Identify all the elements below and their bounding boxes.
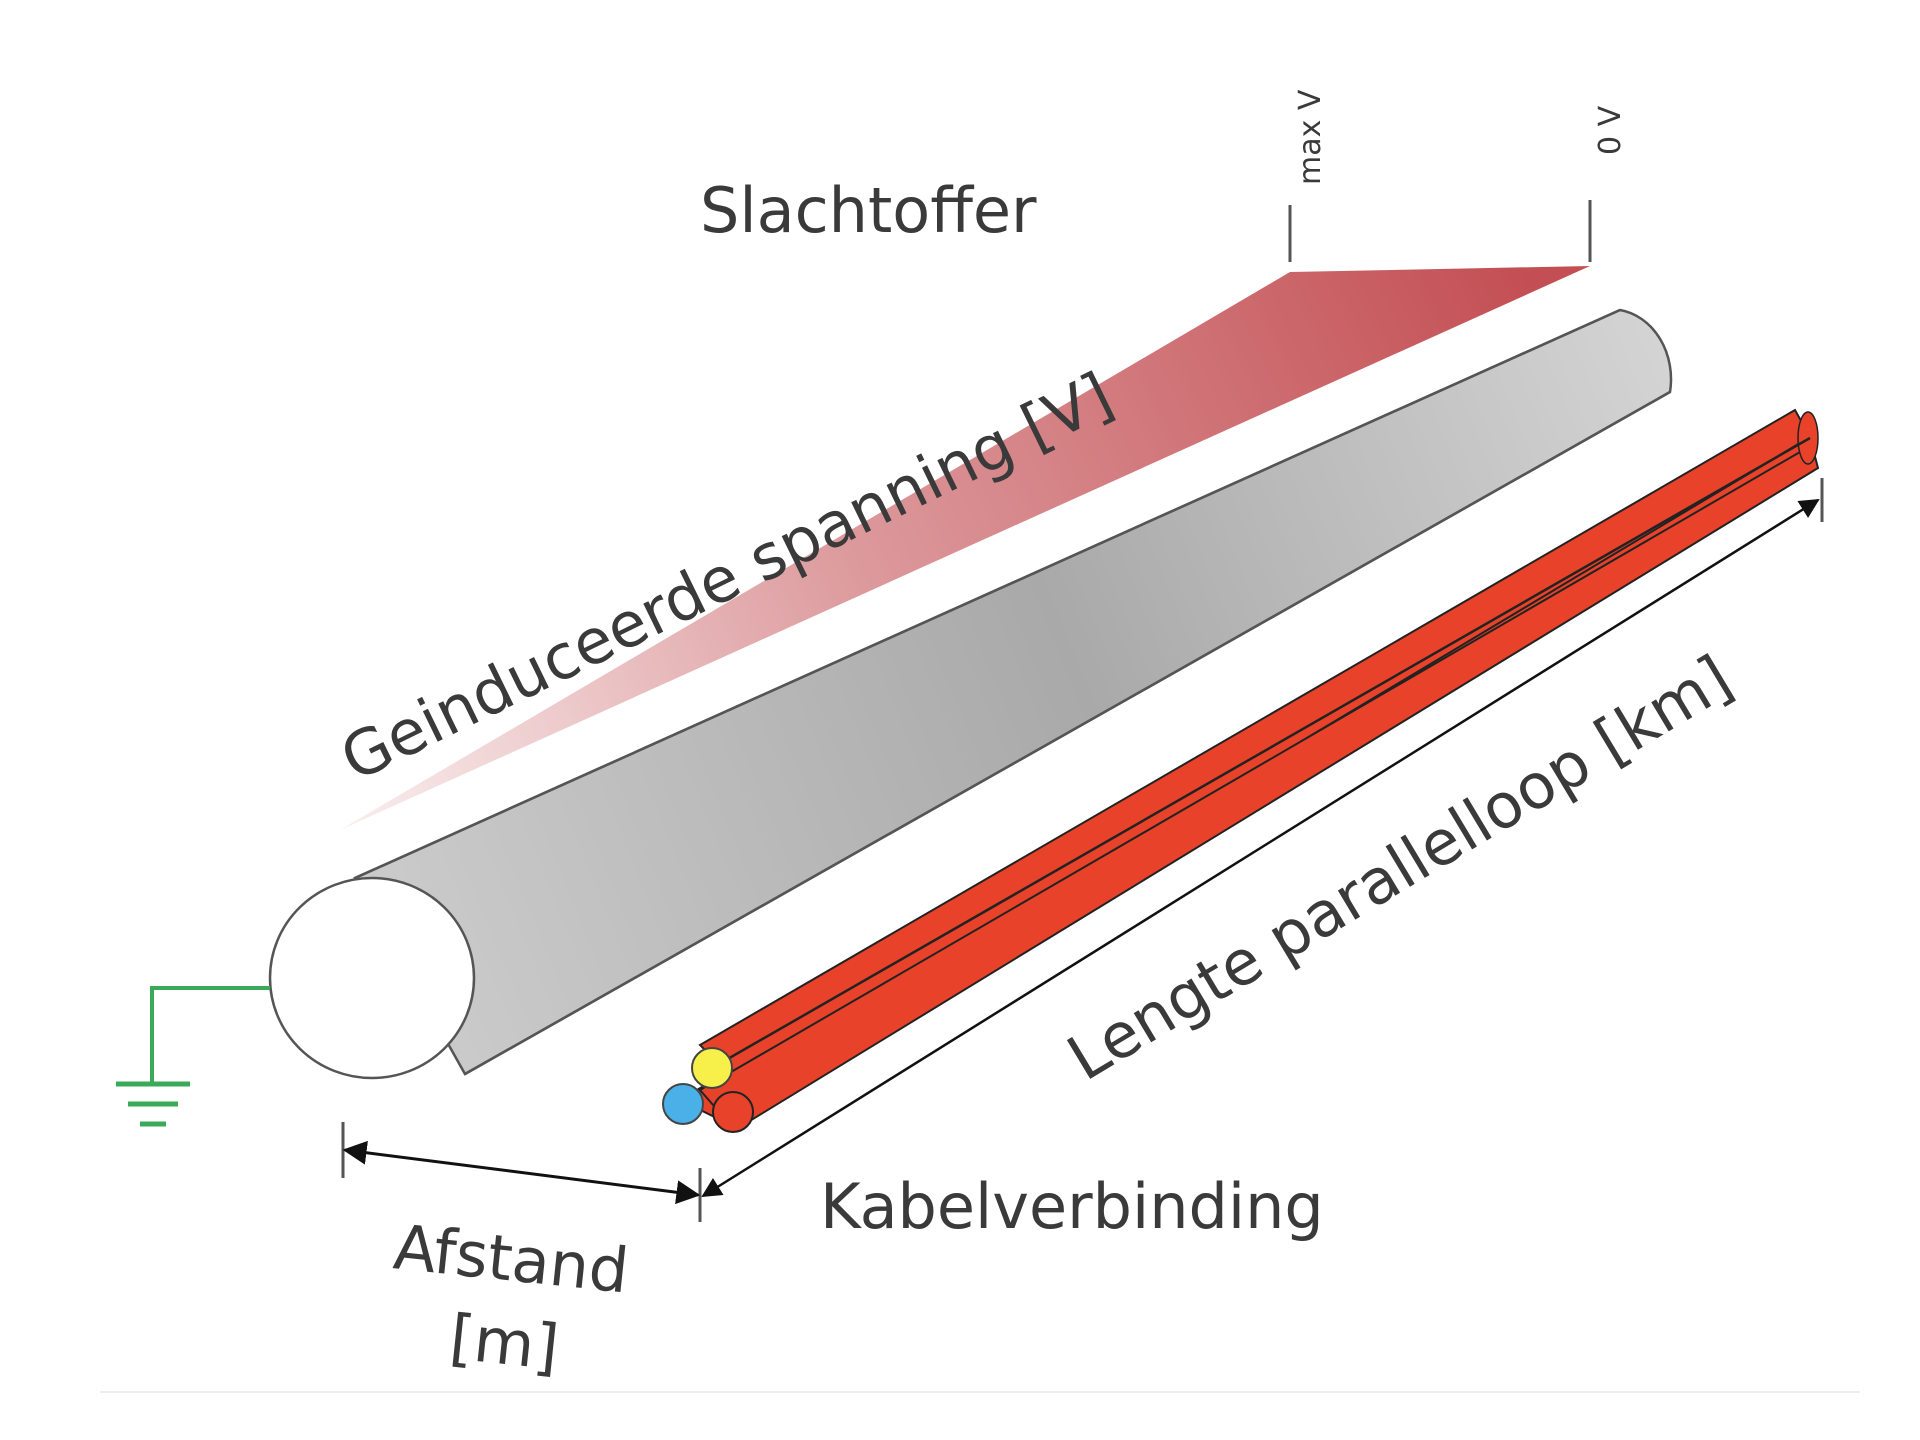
parallel-length-dimension [701, 478, 1824, 1198]
victim-pipe-end [268, 876, 476, 1080]
victim-pipe-top-edge [354, 308, 1621, 880]
cable-end-red [712, 1091, 754, 1133]
max-v-label: max V [1293, 89, 1328, 185]
ground-symbol [116, 986, 270, 1127]
distance-unit-label: [m] [446, 1300, 562, 1384]
cable-end-blue [662, 1083, 704, 1125]
distance-label: Afstand [390, 1210, 632, 1307]
zero-v-label: 0 V [1593, 105, 1628, 155]
cable-connection-label: Kabelverbinding [820, 1170, 1324, 1243]
victim-label: Slachtoffer [700, 174, 1037, 247]
distance-dimension [341, 1122, 702, 1222]
cable-end-yellow [691, 1047, 733, 1089]
